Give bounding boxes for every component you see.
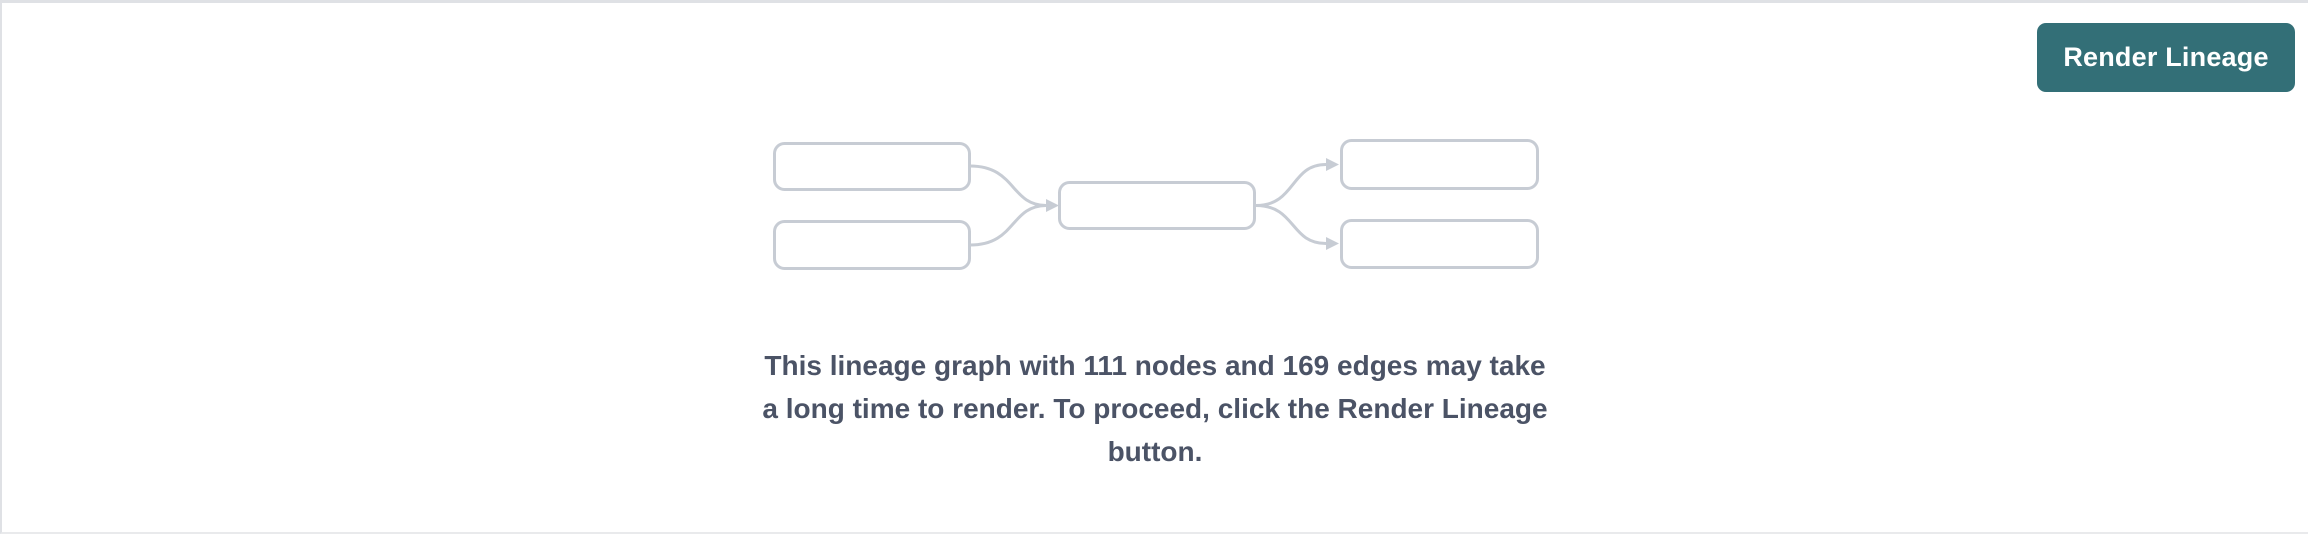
graph-edge-left-top	[969, 164, 1047, 207]
lineage-graph-illustration	[773, 139, 1539, 270]
message-line-2: a long time to render. To proceed, click…	[762, 393, 1548, 424]
graph-node-left-bottom	[773, 220, 971, 270]
graph-edge-right-bottom	[1255, 204, 1327, 245]
graph-node-left-top	[773, 142, 971, 191]
graph-node-center	[1058, 181, 1256, 230]
render-warning-message: This lineage graph with 111 nodes and 16…	[760, 344, 1550, 473]
message-line-3: button.	[1107, 436, 1203, 467]
message-line-1: This lineage graph with 111 nodes and 16…	[764, 350, 1546, 381]
arrowhead-right-bottom-icon	[1326, 237, 1339, 250]
graph-edge-right-top	[1255, 163, 1327, 207]
graph-node-right-bottom	[1340, 219, 1539, 269]
arrowhead-right-top-icon	[1326, 158, 1339, 171]
graph-node-right-top	[1340, 139, 1539, 190]
lineage-placeholder: This lineage graph with 111 nodes and 16…	[760, 136, 1550, 473]
graph-edge-left-bottom	[969, 204, 1047, 247]
arrowhead-center-icon	[1046, 199, 1059, 212]
render-lineage-button[interactable]: Render Lineage	[2037, 23, 2295, 92]
